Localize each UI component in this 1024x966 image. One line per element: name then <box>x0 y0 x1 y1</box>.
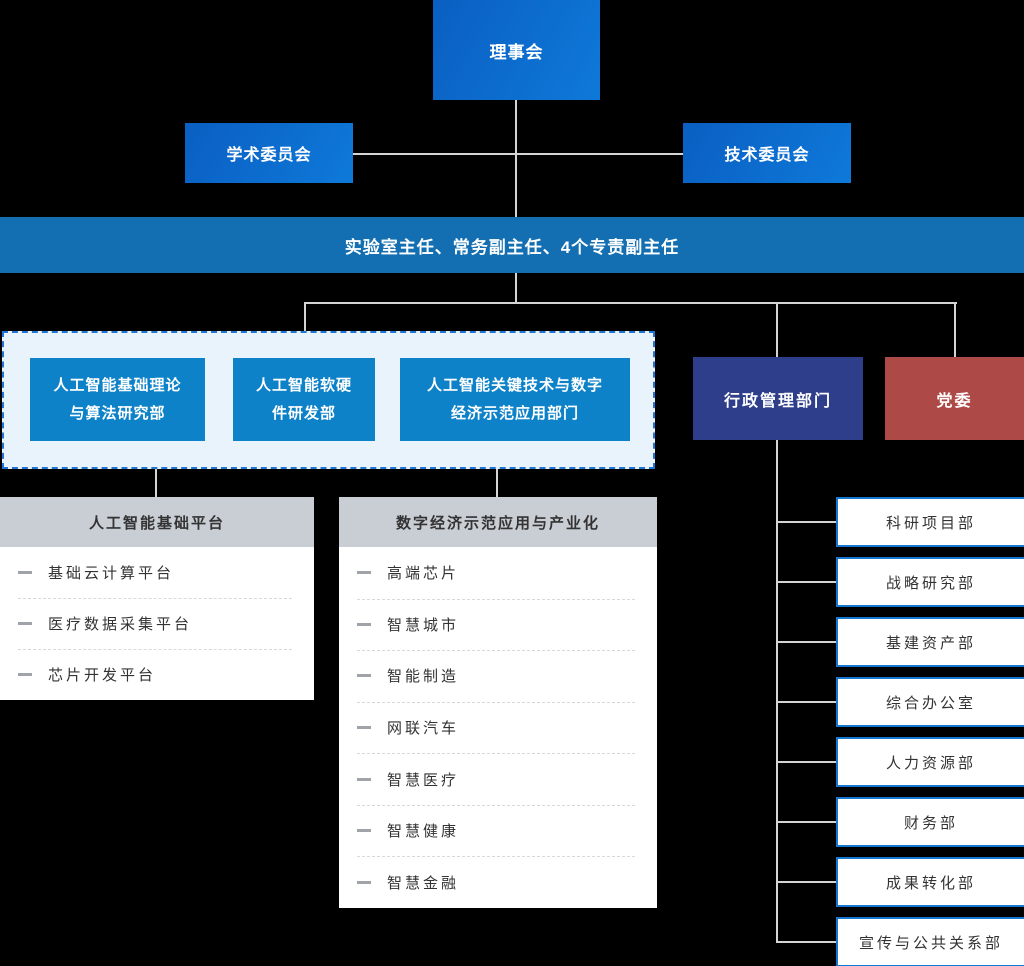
subdept-label: 基建资产部 <box>885 634 976 652</box>
subdept-infrastructure-assets: 基建资产部 <box>836 617 1024 667</box>
dash-bullet-icon <box>18 571 32 574</box>
admin-dept-label: 行政管理部门 <box>723 392 832 410</box>
party-committee-node: 党委 <box>885 357 1024 440</box>
dash-bullet-icon <box>357 674 371 678</box>
directors-bar: 实验室主任、常务副主任、4个专责副主任 <box>0 217 1024 273</box>
list-item-label: 智慧金融 <box>387 874 460 892</box>
platform-panel-title: 人工智能基础平台 <box>88 514 225 532</box>
connector-main-horizontal <box>304 302 957 304</box>
platform-panel: 人工智能基础平台 基础云计算平台 医疗数据采集平台 芯片开发平台 <box>0 497 314 700</box>
connector-to-admin <box>776 302 778 357</box>
list-item: 网联汽车 <box>339 701 657 754</box>
connector-stub-5 <box>777 761 836 763</box>
subdept-label: 宣传与公共关系部 <box>858 934 1003 952</box>
platform-panel-header: 人工智能基础平台 <box>0 497 314 547</box>
dash-bullet-icon <box>18 622 32 625</box>
dept-ai-key-line2: 经济示范应用部门 <box>450 404 579 422</box>
dept-ai-hw-line2: 件研发部 <box>271 404 336 422</box>
subdept-research-projects: 科研项目部 <box>836 497 1024 547</box>
list-item-label: 智慧医疗 <box>387 771 460 789</box>
subdept-label: 战略研究部 <box>885 574 976 592</box>
dept-ai-theory-line2: 与算法研究部 <box>69 404 166 422</box>
subdept-label: 科研项目部 <box>885 514 976 532</box>
connector-to-research <box>304 302 306 333</box>
dept-ai-key-tech: 人工智能关键技术与数字 经济示范应用部门 <box>400 358 630 441</box>
subdept-general-office: 综合办公室 <box>836 677 1024 727</box>
connector-stub-6 <box>777 821 836 823</box>
connector-to-party <box>954 302 956 357</box>
digital-panel-header: 数字经济示范应用与产业化 <box>339 497 657 547</box>
list-item-label: 智慧城市 <box>387 616 460 634</box>
dept-ai-hw-line1: 人工智能软硬 <box>255 376 352 394</box>
dash-bullet-icon <box>357 622 371 626</box>
admin-dept-node: 行政管理部门 <box>693 357 863 440</box>
subdept-human-resources: 人力资源部 <box>836 737 1024 787</box>
subdept-label: 成果转化部 <box>885 874 976 892</box>
connector-to-platform-panel <box>155 469 157 497</box>
party-committee-label: 党委 <box>936 392 973 410</box>
technical-committee-node: 技术委员会 <box>683 123 851 183</box>
platform-panel-body: 基础云计算平台 医疗数据采集平台 芯片开发平台 <box>0 547 314 700</box>
list-item-label: 网联汽车 <box>387 720 460 738</box>
list-item-label: 芯片开发平台 <box>48 667 157 684</box>
list-item: 基础云计算平台 <box>0 547 314 598</box>
digital-panel: 数字经济示范应用与产业化 高端芯片 智慧城市 智能制造 网联汽车 智慧医疗 <box>339 497 657 908</box>
digital-panel-title: 数字经济示范应用与产业化 <box>395 514 600 532</box>
list-item: 智能制造 <box>339 650 657 702</box>
subdept-label: 财务部 <box>903 814 958 832</box>
connector-committees <box>353 153 683 155</box>
directors-bar-label: 实验室主任、常务副主任、4个专责副主任 <box>344 237 680 257</box>
board-label: 理事会 <box>489 42 544 62</box>
dept-ai-hardware-software: 人工智能软硬 件研发部 <box>233 358 375 441</box>
dash-bullet-icon <box>357 571 371 575</box>
subdept-label: 人力资源部 <box>885 754 976 772</box>
list-item-label: 基础云计算平台 <box>48 565 175 582</box>
connector-stub-8 <box>777 941 836 943</box>
digital-panel-body: 高端芯片 智慧城市 智能制造 网联汽车 智慧医疗 智慧健康 <box>339 547 657 908</box>
list-item-label: 高端芯片 <box>387 565 460 583</box>
academic-committee-label: 学术委员会 <box>226 147 312 164</box>
dash-bullet-icon <box>357 829 371 833</box>
dash-bullet-icon <box>357 880 371 884</box>
list-item: 高端芯片 <box>339 547 657 599</box>
connector-bar-down <box>515 273 517 304</box>
board-node: 理事会 <box>433 0 600 100</box>
list-item: 智慧城市 <box>339 598 657 651</box>
connector-stub-2 <box>777 581 836 583</box>
list-item: 医疗数据采集平台 <box>0 598 314 649</box>
subdept-achievement-transfer: 成果转化部 <box>836 857 1024 907</box>
dept-ai-key-line1: 人工智能关键技术与数字 <box>426 376 603 394</box>
technical-committee-label: 技术委员会 <box>724 147 810 164</box>
list-item: 芯片开发平台 <box>0 649 314 700</box>
list-item: 智慧医疗 <box>339 753 657 805</box>
subdept-public-relations: 宣传与公共关系部 <box>836 917 1024 966</box>
connector-stub-7 <box>777 881 836 883</box>
list-item-label: 智慧健康 <box>387 823 460 841</box>
subdept-finance: 财务部 <box>836 797 1024 847</box>
connector-stub-3 <box>777 641 836 643</box>
dash-bullet-icon <box>18 673 32 676</box>
connector-stub-4 <box>777 701 836 703</box>
list-item: 智慧金融 <box>339 856 657 908</box>
connector-to-digital-panel <box>496 469 498 497</box>
connector-board-to-bar <box>515 100 517 217</box>
dash-bullet-icon <box>357 726 371 730</box>
connector-stub-1 <box>777 521 836 523</box>
list-item: 智慧健康 <box>339 804 657 857</box>
academic-committee-node: 学术委员会 <box>185 123 353 183</box>
subdept-label: 综合办公室 <box>885 694 976 712</box>
list-item-label: 智能制造 <box>387 668 460 686</box>
list-item-label: 医疗数据采集平台 <box>48 616 193 633</box>
dash-bullet-icon <box>357 777 371 781</box>
connector-admin-spine <box>776 440 778 943</box>
dept-ai-theory: 人工智能基础理论 与算法研究部 <box>30 358 205 441</box>
subdept-strategy-research: 战略研究部 <box>836 557 1024 607</box>
dept-ai-theory-line1: 人工智能基础理论 <box>53 376 182 394</box>
